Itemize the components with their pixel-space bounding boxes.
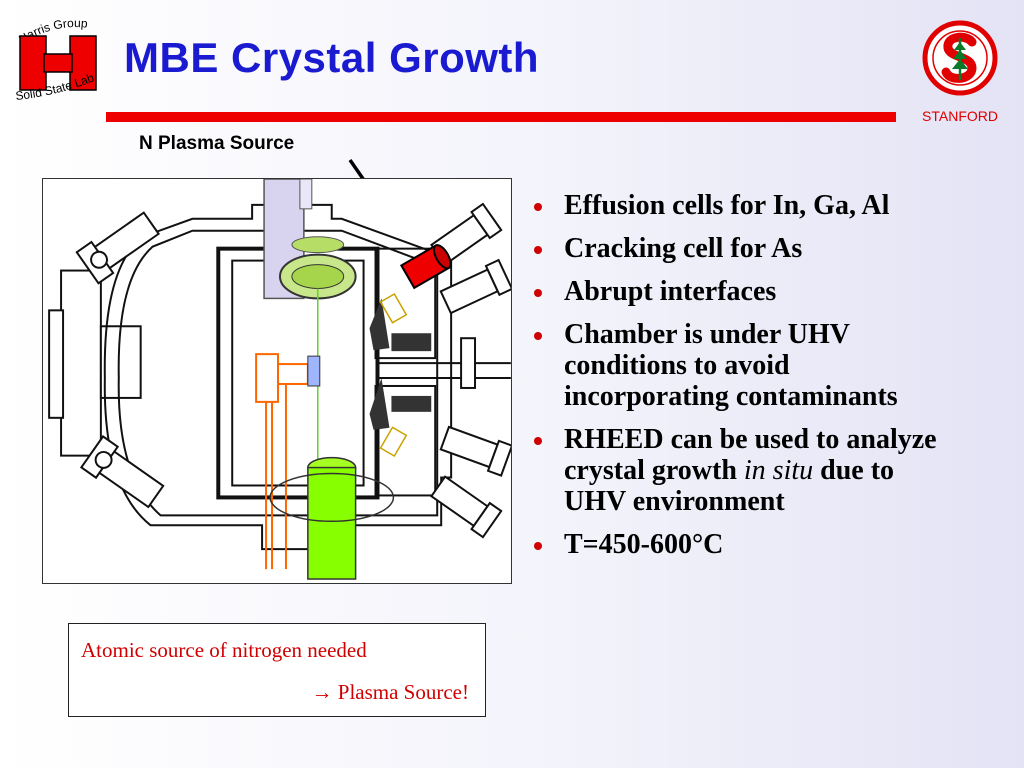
bullet-item: RHEED can be used to analyze crystal gro… <box>530 424 950 517</box>
bullet-text: Cracking cell for As <box>564 233 803 264</box>
bullet-text: T=450-600°C <box>564 529 724 560</box>
bullet-dot-icon <box>534 203 542 211</box>
stanford-seal-icon <box>922 20 998 96</box>
caption-line-2: → Plasma Source! <box>311 680 469 704</box>
bullet-text: Effusion cells for In, Ga, Al <box>564 190 890 221</box>
mbe-chamber-diagram <box>42 178 512 584</box>
n-plasma-source-icon <box>399 244 452 290</box>
title-divider <box>106 112 896 122</box>
bullet-item: Effusion cells for In, Ga, Al <box>530 190 950 221</box>
bullet-list: Effusion cells for In, Ga, Al Cracking c… <box>530 190 950 572</box>
bullet-text-italic: in situ <box>743 455 814 486</box>
stanford-label: STANFORD <box>922 108 998 124</box>
caption-line-1: Atomic source of nitrogen needed <box>81 638 367 662</box>
plasma-source-label: N Plasma Source <box>139 133 295 154</box>
bullet-text: Abrupt interfaces <box>564 276 777 307</box>
slide-title: MBE Crystal Growth <box>124 34 540 81</box>
bullet-text-pre: RHEED can be used to analyze crystal gro… <box>564 424 937 486</box>
bullet-dot-icon <box>534 332 542 340</box>
bullet-text: Chamber is under UHV conditions to avoid… <box>564 319 898 412</box>
bullet-item: Cracking cell for As <box>530 233 950 264</box>
bullet-dot-icon <box>534 542 542 550</box>
caption-box: Atomic source of nitrogen needed → Plasm… <box>68 623 486 717</box>
bullet-text-post: due to UHV environment <box>564 455 895 517</box>
bullet-item: T=450-600°C <box>530 529 950 560</box>
bullet-dot-icon <box>534 289 542 297</box>
harris-group-logo: Harris Group Solid State Lab <box>15 16 97 102</box>
bullet-item: Abrupt interfaces <box>530 276 950 307</box>
bullet-item: Chamber is under UHV conditions to avoid… <box>530 319 950 412</box>
bullet-dot-icon <box>534 246 542 254</box>
bullet-dot-icon <box>534 437 542 445</box>
h-logo-icon <box>19 35 97 91</box>
